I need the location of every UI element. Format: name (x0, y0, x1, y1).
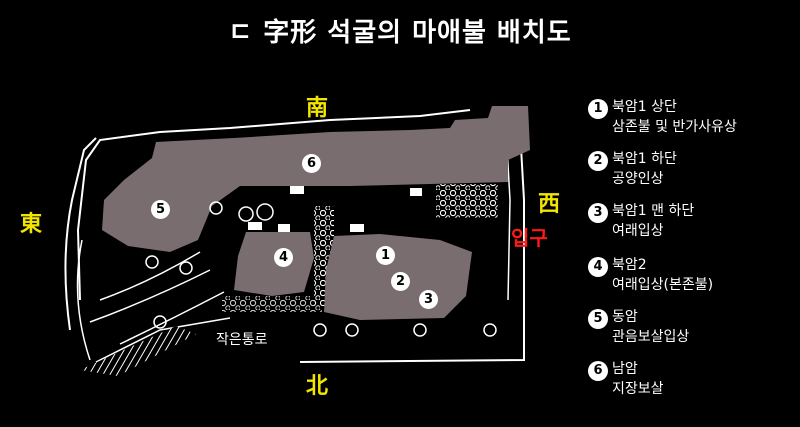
legend-line1: 동암 (612, 309, 638, 325)
block (290, 186, 304, 194)
outer-path-line-inner (64, 137, 97, 331)
path-post (413, 323, 427, 337)
small-passage-label: 작은통로 (216, 332, 268, 348)
east-path-line (76, 239, 91, 361)
legend-line2: 공양인상 (612, 171, 664, 187)
block (248, 222, 262, 230)
legend-number: 4 (588, 257, 608, 277)
north-rock-2 (234, 232, 314, 296)
direction-south-label: 南 (306, 96, 329, 121)
rock-detail (209, 201, 223, 215)
block (350, 224, 364, 232)
direction-east-label: 東 (20, 212, 43, 237)
south-rock-mass (102, 106, 530, 252)
direction-north-label: 北 (306, 374, 329, 399)
entrance-label: 입구 (511, 226, 548, 250)
stone-wall-west (436, 184, 498, 218)
direction-west-label: 西 (538, 192, 561, 217)
legend-number: 1 (588, 99, 608, 119)
map-marker-6: 6 (302, 154, 321, 173)
contour-line (119, 291, 225, 345)
legend-line2: 지장보살 (612, 381, 664, 397)
path-post (313, 323, 327, 337)
block (278, 224, 290, 232)
path-post (179, 261, 193, 275)
legend-line2: 여래입상 (612, 223, 664, 239)
legend-number: 5 (588, 309, 608, 329)
contour-line (89, 269, 211, 323)
map-marker-1: 1 (376, 246, 395, 265)
map-marker-2: 2 (391, 272, 410, 291)
legend-line1: 북암2 (612, 257, 647, 273)
legend-line2: 삼존불 및 반가사유상 (612, 119, 737, 135)
contour-line (99, 251, 201, 301)
rock-detail (238, 206, 254, 222)
path-post (483, 323, 497, 337)
legend-number: 2 (588, 151, 608, 171)
map-marker-5: 5 (151, 200, 170, 219)
legend-number: 6 (588, 361, 608, 381)
bottom-path-line (95, 317, 231, 363)
legend-line1: 북암1 맨 하단 (612, 203, 695, 219)
hatched-steps (80, 326, 196, 376)
legend-line2: 여래입상(본존불) (612, 277, 714, 293)
stone-wall-north (222, 296, 322, 312)
map-marker-3: 3 (419, 290, 438, 309)
legend-line1: 북암1 상단 (612, 99, 677, 115)
block (410, 188, 422, 196)
legend-line2: 관음보살입상 (612, 329, 690, 345)
outer-path-line (76, 109, 471, 301)
legend-line1: 남암 (612, 361, 638, 377)
path-post (345, 323, 359, 337)
legend-line1: 북암1 하단 (612, 151, 677, 167)
legend-number: 3 (588, 203, 608, 223)
path-post (145, 255, 159, 269)
map-marker-4: 4 (274, 248, 293, 267)
rock-detail (256, 203, 274, 221)
right-boundary-line (299, 129, 525, 363)
page-title: ㄷ 字形 석굴의 마애불 배치도 (228, 18, 572, 48)
